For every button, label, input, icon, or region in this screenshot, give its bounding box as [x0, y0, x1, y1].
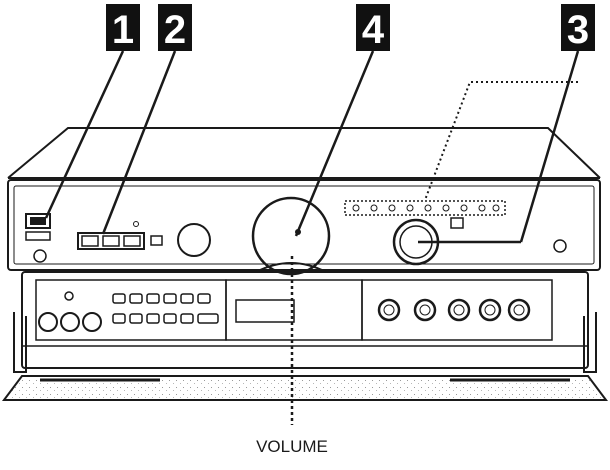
eq-knob-3[interactable]: [447, 298, 471, 322]
input-selector-buttons[interactable]: [77, 232, 145, 250]
badge-2-background: [158, 4, 192, 51]
selector-button-2[interactable]: [102, 235, 120, 247]
power-indicator: [25, 231, 51, 241]
upper-front-panel: [7, 179, 601, 271]
deck-button[interactable]: [180, 313, 194, 324]
badge-4-label: 4: [362, 8, 385, 52]
eq-knob-5-center: [513, 304, 525, 316]
plinth-surface: [2, 375, 608, 401]
deck-button[interactable]: [112, 313, 126, 324]
indicator-dot-3: [388, 204, 396, 212]
deck-button-wide[interactable]: [197, 313, 219, 324]
jack-1[interactable]: [38, 312, 58, 332]
eq-knob-5[interactable]: [507, 298, 531, 322]
side-rails: [13, 312, 597, 373]
callout-badge-3: 3: [561, 4, 595, 52]
right-bay: [361, 279, 553, 341]
indicator-dot-1: [352, 204, 360, 212]
standby-indicator: [553, 239, 567, 253]
power-switch[interactable]: [25, 213, 51, 241]
badge-1-label: 1: [112, 8, 134, 52]
indicator-dot-9: [492, 204, 500, 212]
indicator-dot-7: [460, 204, 468, 212]
callout-badge-2: 2: [158, 4, 192, 52]
badge-1-background: [106, 4, 140, 51]
deck-button[interactable]: [129, 293, 143, 304]
badge-3-label: 3: [567, 8, 589, 52]
deck-button[interactable]: [146, 313, 160, 324]
display-window: [235, 299, 295, 323]
leader-line-2: [101, 50, 177, 235]
deck-button[interactable]: [112, 293, 126, 304]
indicator-dot-2: [370, 204, 378, 212]
leader-line-3: [519, 50, 580, 243]
deck-button[interactable]: [163, 293, 177, 304]
power-switch-frame: [25, 213, 51, 229]
eq-knob-4[interactable]: [478, 298, 502, 322]
small-button[interactable]: [150, 235, 163, 246]
leader-line-4: [294, 50, 375, 237]
selector-led: [133, 221, 139, 227]
right-bay-knobs: [377, 298, 531, 322]
eq-knob-2-center: [419, 304, 431, 316]
upper-panel-inner-border: [13, 185, 595, 265]
jack-3[interactable]: [82, 312, 102, 332]
deck-buttons: [112, 293, 219, 324]
eq-knob-1-center: [383, 304, 395, 316]
indicator-dot-4: [406, 204, 414, 212]
left-bay-controls: [38, 291, 102, 332]
indicator-frame: [344, 200, 506, 216]
selector-button-1[interactable]: [81, 235, 99, 247]
eq-knob-1[interactable]: [377, 298, 401, 322]
indicator-dot-6: [442, 204, 450, 212]
deck-button[interactable]: [146, 293, 160, 304]
left-rail: [13, 312, 27, 373]
lower-front-panel: [21, 271, 589, 369]
leader-line-1: [44, 50, 125, 219]
jack-2[interactable]: [60, 312, 80, 332]
deck-button[interactable]: [163, 313, 177, 324]
deck-button[interactable]: [180, 293, 194, 304]
callout-badge-1: 1: [106, 4, 140, 52]
volume-label: VOLUME: [256, 437, 328, 456]
dotted-leader-indicators: [424, 81, 578, 201]
indicator-dot-8: [478, 204, 486, 212]
headphone-jack: [33, 249, 47, 263]
indicator-dot-5: [424, 204, 432, 212]
deck-button[interactable]: [197, 293, 211, 304]
base-plinth: [2, 375, 608, 401]
mode-button[interactable]: [450, 217, 464, 229]
leader-lines: [44, 50, 580, 425]
badge-2-label: 2: [164, 8, 186, 52]
bass-knob[interactable]: [177, 223, 211, 257]
selector-button-strip: [77, 232, 145, 250]
indicator-row: [344, 200, 506, 216]
mic-led: [64, 291, 74, 301]
callout-badge-4: 4: [356, 4, 390, 52]
deck-button[interactable]: [129, 313, 143, 324]
right-rail: [583, 312, 597, 373]
display-screen: [235, 299, 295, 323]
power-switch-rocker: [30, 217, 46, 225]
eq-knob-3-center: [453, 304, 465, 316]
badge-4-background: [356, 4, 390, 51]
left-bay: [35, 279, 227, 341]
eq-knob-4-center: [484, 304, 496, 316]
selector-button-3[interactable]: [123, 235, 141, 247]
badge-3-background: [561, 4, 595, 51]
top-lid: [7, 127, 601, 179]
eq-knob-2[interactable]: [413, 298, 437, 322]
